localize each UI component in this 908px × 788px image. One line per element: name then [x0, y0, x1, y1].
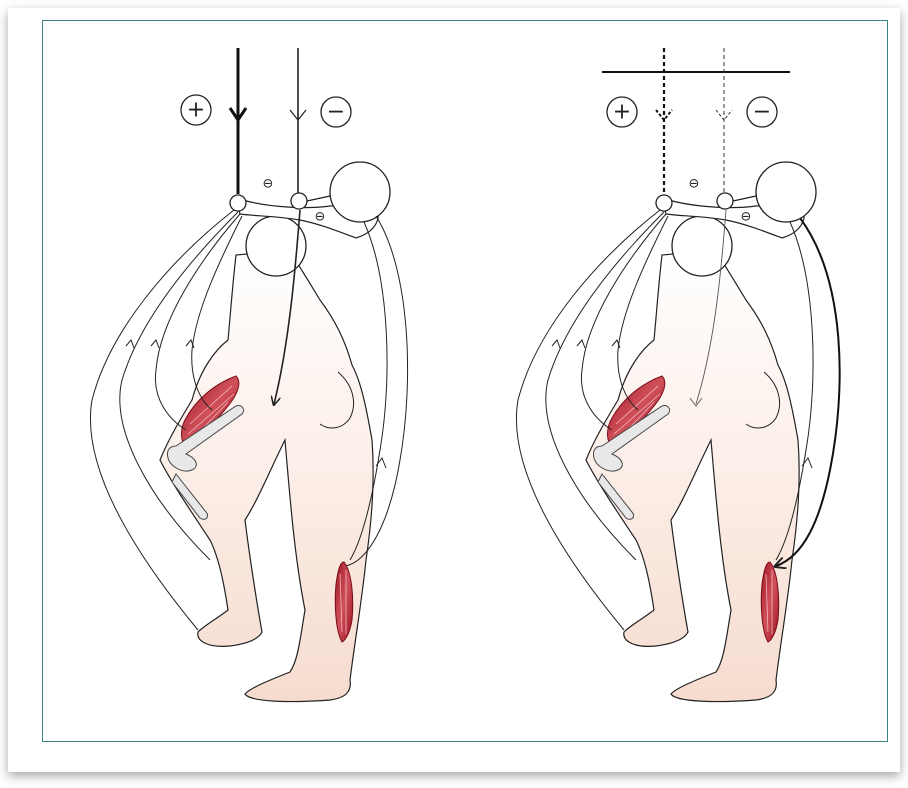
right-minus-sign: −: [753, 100, 771, 125]
left-panel: + − ⊖ ⊖: [90, 48, 407, 702]
right-inhibitory-neuron: [717, 193, 733, 209]
right-interneuron-inhibit-2: ⊖: [741, 210, 752, 225]
right-interneuron-inhibit-1: ⊖: [689, 177, 700, 192]
left-interneuron-inhibit-1: ⊖: [263, 177, 274, 192]
right-panel: + − ⊖ ⊖: [516, 48, 839, 702]
left-inhibitory-neuron: [291, 193, 307, 209]
left-plus-sign: +: [187, 98, 205, 123]
right-motor-neuron-soma: [756, 162, 816, 222]
left-motor-neuron-soma: [330, 162, 390, 222]
right-excitatory-neuron: [656, 195, 672, 211]
left-interneuron-inhibit-2: ⊖: [315, 210, 326, 225]
left-excitatory-neuron: [230, 195, 246, 211]
right-plus-sign: +: [613, 100, 631, 125]
left-minus-sign: −: [327, 100, 345, 125]
